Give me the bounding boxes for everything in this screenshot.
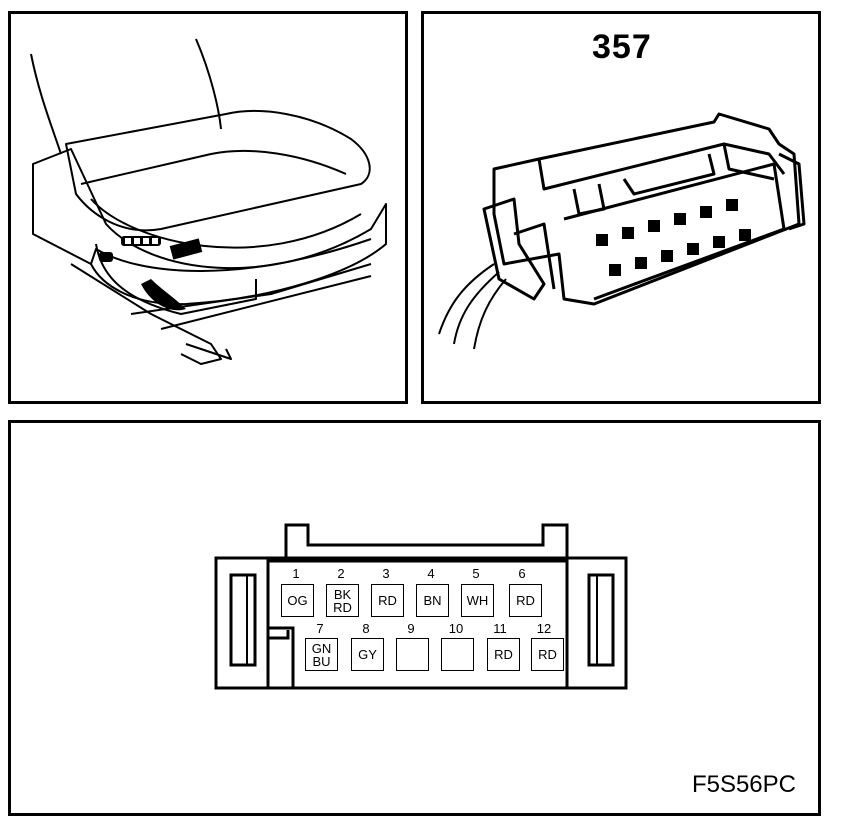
seat-illustration [30,38,387,365]
connector-face-outline [214,523,628,690]
pin-number-7: 7 [316,621,324,636]
pin-number-10: 10 [448,621,464,636]
pin-12: RD [531,638,564,671]
pin-2: BK RD [326,584,359,617]
pin-number-5: 5 [472,566,480,581]
pin-6-color: RD [516,593,535,608]
pin-number-11: 11 [493,621,507,636]
pin-7-color-1: GN [311,640,332,656]
pin-11: RD [487,638,520,671]
pin-5-color: WH [466,593,489,608]
pinout-panel: 1 2 3 4 5 6 OG BK RD RD BN WH RD 7 8 9 1… [8,420,821,816]
pin-number-8: 8 [362,621,370,636]
pin-number-12: 12 [536,621,552,636]
pin-2-color-2: RD [333,599,352,615]
pin-4-color: BN [423,593,442,608]
seat-illustration-panel [8,11,408,404]
pin-3: RD [371,584,404,617]
pin-12-color: RD [538,647,557,662]
pin-number-6: 6 [518,566,526,581]
pin-number-3: 3 [382,566,390,581]
pin-3-color: RD [378,593,397,608]
connector-number: 357 [592,28,652,66]
pin-number-2: 2 [337,566,345,581]
pin-11-color: RD [494,647,513,662]
pin-10 [441,638,474,671]
pin-7-color-2: BU [312,653,331,669]
pin-9 [396,638,429,671]
pin-8: GY [351,638,384,671]
pin-1-color: OG [287,593,308,608]
connector-illustration [438,112,806,350]
figure-code: F5S56PC [691,771,796,798]
pin-7: GN BU [305,638,338,671]
pin-number-9: 9 [407,621,415,636]
pin-6: RD [509,584,542,617]
pin-2-color-1: BK [333,586,352,602]
pin-8-color: GY [358,647,377,662]
pin-number-1: 1 [292,566,300,581]
pin-number-4: 4 [427,566,435,581]
pin-1: OG [281,584,314,617]
pin-5: WH [461,584,494,617]
pin-4: BN [416,584,449,617]
connector-illustration-panel: 357 [421,11,821,404]
